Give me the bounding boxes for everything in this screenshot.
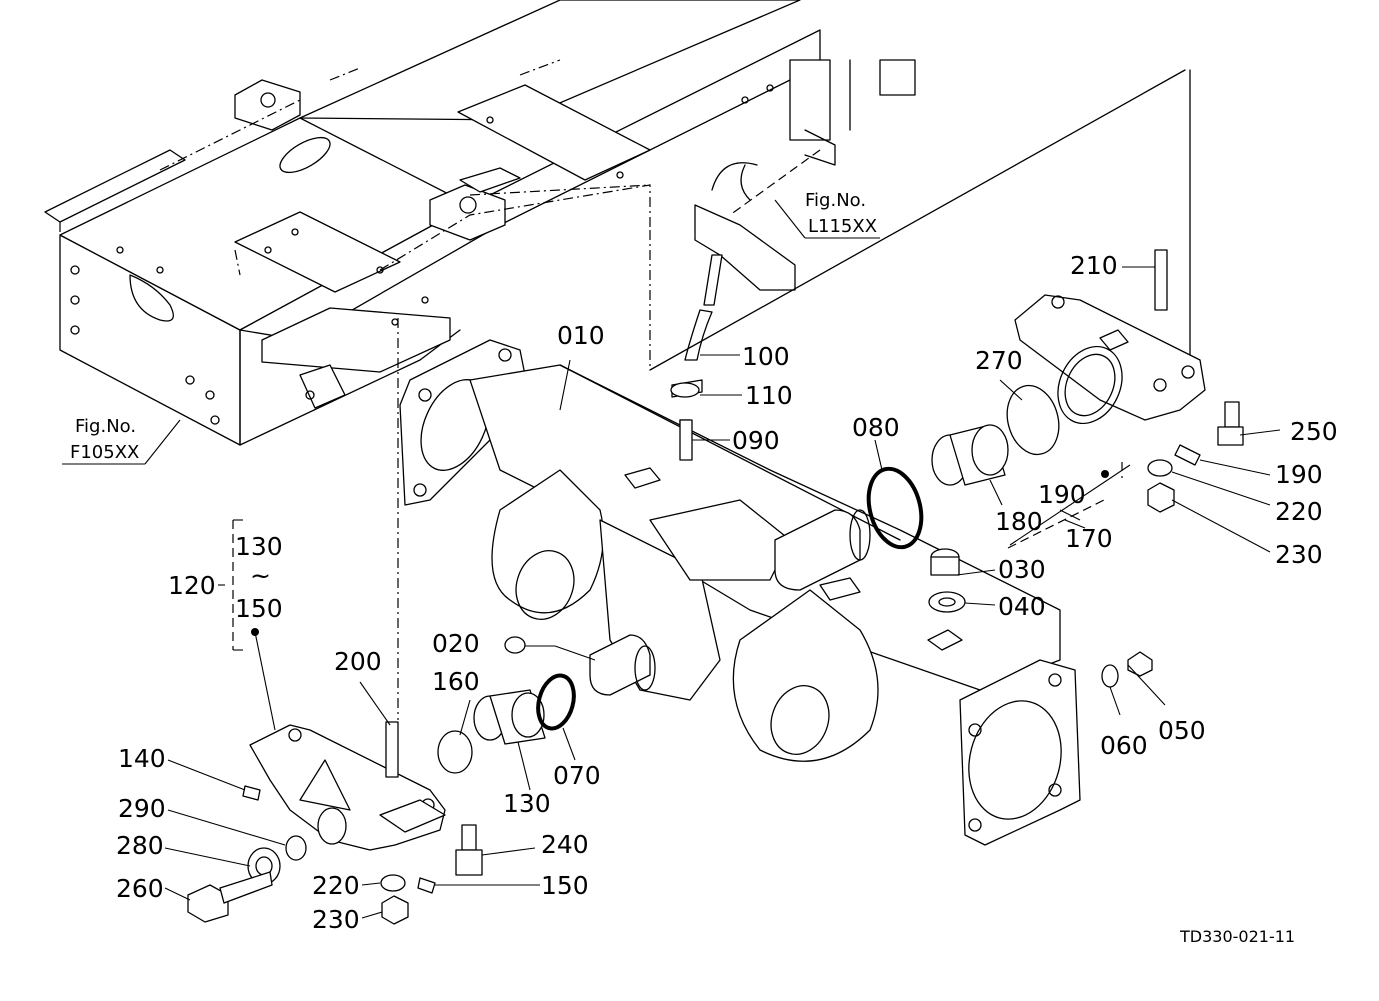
- stud-200: [385, 721, 399, 778]
- part-labels: 010 100 110 090 080 270 210 250 190 220 …: [116, 251, 1338, 934]
- label-160: 160: [432, 667, 480, 696]
- label-020: 020: [432, 629, 480, 658]
- figure-ref-frame-line1: Fig.No.: [75, 416, 136, 437]
- label-140: 140: [118, 744, 166, 773]
- range-tilde: ~: [250, 561, 271, 590]
- label-080: 080: [852, 413, 900, 442]
- label-180: 180: [995, 507, 1043, 536]
- label-250: 250: [1290, 417, 1338, 446]
- label-190-b: 190: [1038, 480, 1086, 509]
- label-220-b: 220: [312, 871, 360, 900]
- label-170: 170: [1065, 524, 1113, 553]
- label-040: 040: [998, 592, 1046, 621]
- drawing-code: TD330-021-11: [1179, 927, 1295, 946]
- label-150-range: 150: [235, 594, 283, 623]
- label-230-b: 230: [312, 905, 360, 934]
- leader-lines: [164, 266, 1281, 919]
- front-bracket-drawing: [1014, 294, 1206, 425]
- hardware-parts: [187, 249, 1244, 925]
- figure-ref-frame-line2: F105XX: [70, 442, 139, 463]
- label-210: 210: [1070, 251, 1118, 280]
- label-100: 100: [742, 342, 790, 371]
- label-150: 150: [541, 871, 589, 900]
- figure-ref-frame: Fig.No. F105XX: [62, 416, 181, 465]
- label-270: 270: [975, 346, 1023, 375]
- label-130: 130: [503, 789, 551, 818]
- figure-ref-hose: Fig.No. L115XX: [774, 190, 880, 239]
- label-230: 230: [1275, 540, 1323, 569]
- figure-ref-hose-line1: Fig.No.: [805, 190, 866, 211]
- label-110: 110: [745, 381, 793, 410]
- label-290: 290: [118, 794, 166, 823]
- tractor-frame-drawing: [44, 0, 916, 720]
- label-030: 030: [998, 555, 1046, 584]
- label-050: 050: [1158, 716, 1206, 745]
- axle-housing-drawing: [399, 339, 1081, 846]
- label-090: 090: [732, 426, 780, 455]
- figure-ref-hose-line2: L115XX: [808, 216, 877, 237]
- label-240: 240: [541, 830, 589, 859]
- label-070: 070: [553, 761, 601, 790]
- rear-bracket-drawing: [249, 724, 446, 851]
- label-260: 260: [116, 874, 164, 903]
- label-200: 200: [334, 647, 382, 676]
- label-280: 280: [116, 831, 164, 860]
- label-120: 120: [168, 571, 216, 600]
- label-010: 010: [557, 321, 605, 350]
- label-190: 190: [1275, 460, 1323, 489]
- label-130-range: 130: [235, 532, 283, 561]
- label-060: 060: [1100, 731, 1148, 760]
- stud-210: [1154, 249, 1168, 311]
- label-220: 220: [1275, 497, 1323, 526]
